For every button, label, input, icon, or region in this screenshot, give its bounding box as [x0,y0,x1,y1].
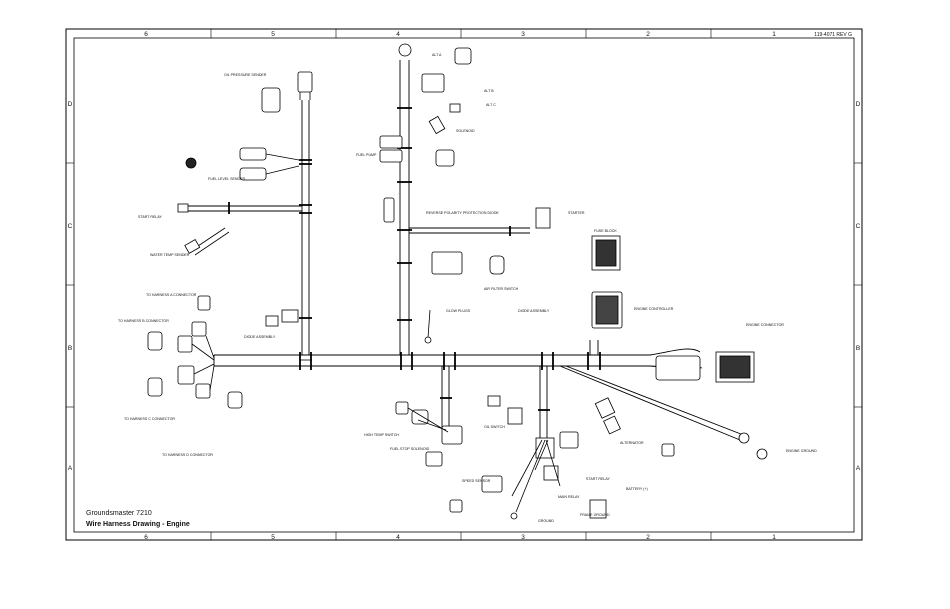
row-label-right-a: A [856,465,861,472]
col-label-bottom-4: 4 [396,534,400,541]
label-alt-a: ALT A [432,53,442,57]
grid-ticks [66,29,862,540]
row-label-left-a: A [68,465,73,472]
row-label-left-d: D [68,101,73,108]
label-glow-plugs: GLOW PLUGS [446,309,471,313]
label-tie-harness-a: TO HARNESS A CONNECTOR [146,293,197,297]
label-air-filter: AIR FILTER SWITCH [484,287,519,291]
label-start-relay: START RELAY [138,215,163,219]
label-start-relay-b: START RELAY [586,477,611,481]
label-diode-small: DIODE ASSEMBLY [244,335,276,339]
label-speed-sensor: SPEED SENSOR [462,479,491,483]
label-high-temp: HIGH TEMP SWITCH [364,433,399,437]
label-fuel-level: FUEL LEVEL SENDER [208,177,245,181]
label-fuel-stop: FUEL STOP SOLENOID [390,447,430,451]
label-main-relay: MAIN RELAY [558,495,580,499]
label-alternator: ALTERNATOR [620,441,644,445]
label-battery-plus: BATTERY (+) [626,487,648,491]
col-label-bottom-5: 5 [271,534,275,541]
callout-labels: OIL PRESSURE SENDER ALT A ALT B ALT C SO… [118,53,817,523]
label-oil-pressure: OIL PRESSURE SENDER [224,73,267,77]
col-label-top-5: 5 [271,31,275,38]
harness-trunk [180,60,747,441]
label-tie-harness-b: TO HARNESS B CONNECTOR [118,319,169,323]
label-diode-assy: DIODE ASSEMBLY [518,309,550,313]
inner-border [73,37,855,533]
label-fuel-pump: FUEL PUMP [356,153,377,157]
row-label-right-d: D [856,101,861,108]
doc-number: 119-4071 REV G [814,32,852,38]
label-oil-switch: OIL SWITCH [484,425,505,429]
col-label-bottom-6: 6 [144,534,148,541]
label-tie-harness-c: TO HARNESS C CONNECTOR [124,417,175,421]
label-frame-ground: FRAME GROUND [580,513,610,517]
row-label-right-b: B [856,345,860,352]
drawing-title: Wire Harness Drawing - Engine [86,521,190,528]
label-starter: STARTER [568,211,585,215]
row-label-left-c: C [68,223,73,230]
label-ground-b: GROUND [538,519,554,523]
harness-clamps [228,107,601,411]
label-engine-controller: ENGINE CONTROLLER [634,307,674,311]
col-label-top-3: 3 [521,31,525,38]
row-label-right-c: C [856,223,861,230]
label-fuse-block: FUSE BLOCK [594,229,617,233]
label-engine-ground: ENGINE GROUND [786,449,817,453]
outer-border [65,28,863,541]
label-solenoid: SOLENOID [456,129,475,133]
col-label-top-2: 2 [646,31,650,38]
label-alt-c: ALT C [486,103,496,107]
col-label-top-1: 1 [772,31,776,38]
connectors [147,43,768,520]
col-label-bottom-1: 1 [772,534,776,541]
row-label-left-b: B [68,345,72,352]
product-title: Groundsmaster 7210 [86,510,152,517]
label-water-temp: WATER TEMP SENDER [150,253,190,257]
label-alt-b: ALT B [484,89,494,93]
col-label-top-4: 4 [396,31,400,38]
label-engine-connector: ENGINE CONNECTOR [746,323,784,327]
label-reverse-fuse: REVERSE POLARITY PROTECTION DIODE [426,211,499,215]
col-label-top-6: 6 [144,31,148,38]
label-tie-harness-d: TO HARNESS D CONNECTOR [162,453,213,457]
col-label-bottom-3: 3 [521,534,525,541]
col-label-bottom-2: 2 [646,534,650,541]
